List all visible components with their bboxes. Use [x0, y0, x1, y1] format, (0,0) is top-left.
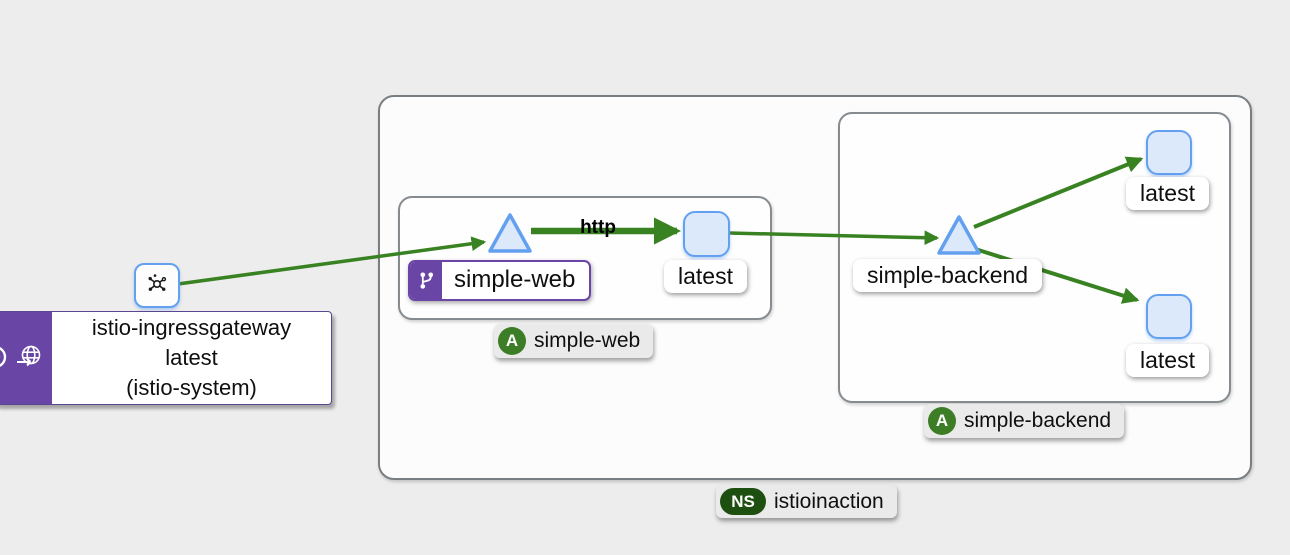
node-label-simple-backend[interactable]: simple-backend — [853, 259, 1043, 292]
node-label-latest-backend-1[interactable]: latest — [1126, 177, 1209, 210]
app-badge-label: simple-backend — [964, 409, 1112, 432]
globe-arrow-icon — [15, 343, 45, 374]
circle-arrow-icon — [0, 344, 8, 375]
workload-node-istio-ingressgateway[interactable] — [134, 263, 180, 308]
node-label-latest-backend-2[interactable]: latest — [1126, 344, 1209, 377]
namespace-badge-istioinaction[interactable]: NS istioinaction — [716, 485, 897, 518]
workload-node-simple-backend-latest-1[interactable] — [1146, 130, 1192, 175]
app-icon: A — [928, 407, 956, 435]
gateway-label-line3: (istio-system) — [126, 375, 257, 400]
gateway-label-line2: latest — [165, 345, 218, 370]
namespace-badge-label: istioinaction — [774, 489, 884, 513]
workload-node-simple-backend-latest-2[interactable] — [1146, 294, 1192, 339]
service-node-simple-web[interactable] — [486, 211, 534, 255]
edge-label-http[interactable]: http — [580, 217, 616, 238]
namespace-icon: NS — [720, 488, 766, 515]
service-node-simple-backend[interactable] — [935, 213, 983, 257]
mesh-icon — [145, 271, 169, 300]
edge-simple-backend-to-latest-2[interactable] — [971, 246, 1140, 304]
app-badge-label: simple-web — [534, 329, 641, 352]
edge-latest-to-simple-backend[interactable] — [728, 230, 940, 246]
service-label-text: simple-web — [454, 266, 576, 293]
node-label-simple-web[interactable]: simple-web — [408, 260, 592, 301]
app-badge-simple-web[interactable]: A simple-web — [494, 324, 654, 358]
app-icon: A — [498, 327, 526, 355]
code-branch-icon — [410, 262, 442, 299]
edge-simple-backend-to-latest-1[interactable] — [973, 156, 1144, 229]
edge-ingress-to-simple-web[interactable] — [177, 236, 487, 286]
gateway-label-text: istio-ingressgateway latest (istio-syste… — [52, 312, 331, 404]
gateway-label-line1: istio-ingressgateway — [91, 315, 292, 340]
gateway-badge — [0, 312, 52, 404]
node-label-istio-ingressgateway[interactable]: istio-ingressgateway latest (istio-syste… — [0, 311, 332, 405]
workload-node-simple-web-latest[interactable] — [683, 211, 730, 257]
app-badge-simple-backend[interactable]: A simple-backend — [924, 404, 1125, 438]
node-label-latest-web[interactable]: latest — [664, 260, 747, 293]
